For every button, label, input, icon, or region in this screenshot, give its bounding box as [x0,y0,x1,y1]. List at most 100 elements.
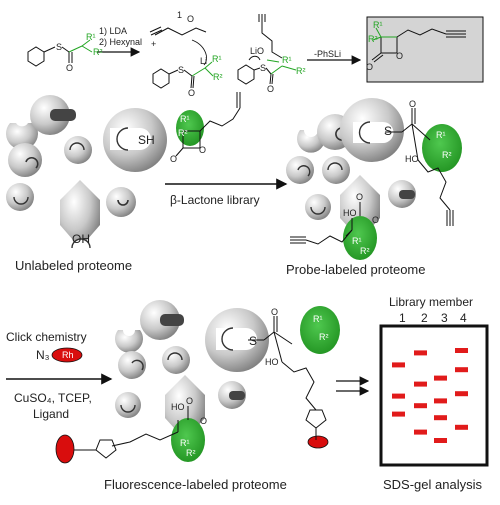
synthesis-scheme [27,14,484,89]
alkoxide-intermediate [237,14,297,85]
probe-ho-lower: HO [343,208,357,218]
protein-ball-6 [106,187,136,217]
lactone-ring-oxygen: O [396,51,404,61]
intermediate-number: 1 [177,10,183,20]
lactone-r2: R² [368,34,378,44]
library-r1: R¹ [180,114,190,124]
gel-band-lane-4-2 [455,367,468,373]
unlabeled-proteome-cluster [6,95,167,249]
hexynal-oxygen: O [187,14,195,24]
sm-r2: R² [93,47,103,57]
probe-lower-oxygen: O [372,215,380,225]
plus-sign: + [151,39,157,49]
gel-band-lane-2-1 [414,350,427,356]
rh-label: Rh [62,350,74,360]
thioester-starting-material [27,39,93,67]
reagent-2-label: 2) Hexynal [99,37,143,47]
probe-oxygen: O [409,99,417,109]
probe-lower-r1: R¹ [352,236,362,246]
library-carbonyl-oxygen: O [170,154,178,164]
alkoxide-sulfur: S [260,63,267,73]
lane-1-number: 1 [399,311,406,325]
probe-r1: R¹ [436,130,446,140]
azide-label: N₃ [36,348,50,362]
unlabeled-proteome-label: Unlabeled proteome [15,258,133,273]
fluorescence-labeled-cluster [55,300,340,464]
alkoxide-r1: R¹ [282,55,292,65]
lactone-r1: R¹ [373,20,383,30]
gel-band-lane-4-1 [455,348,468,353]
enolate-sulfur: S [178,65,185,75]
gel-band-lane-4-3 [455,391,468,397]
gel-band-lane-3-2 [434,398,447,404]
enolate-li: Li [200,56,208,66]
conditions-line-2: Ligand [33,407,70,421]
sds-gel-label: SDS-gel analysis [383,477,482,492]
fluor-lower-r2: R² [186,448,196,458]
library-member-label: Library member [389,295,474,309]
bound-ligand [50,109,76,121]
phenyl-ring [27,46,45,67]
alkoxide-oxygen: O [267,84,275,94]
lactone-library-label: β-Lactone library [170,193,260,207]
fluor-oxygen: O [271,307,279,317]
gel-bands [392,348,468,443]
fluor-lower-r1: R¹ [180,438,190,448]
fluor-s-label: S [249,334,258,348]
library-ring-oxygen: O [199,145,207,155]
protein-diamond-oh [60,180,100,248]
lactone-carbonyl-oxygen: O [366,62,374,72]
lane-3-number: 3 [441,311,448,325]
alkoxide-r2: R² [296,66,306,76]
gel-band-lane-3-1 [434,375,447,381]
probe-green-blob [422,124,462,172]
rhodamine-tag [51,347,83,363]
lane-2-number: 2 [421,311,428,325]
sm-oxygen: O [66,63,74,73]
click-chemistry-label: Click chemistry [6,330,87,344]
protein-ball-3 [8,143,42,177]
lactone-product-box [366,16,484,83]
gel-band-lane-2-3 [414,403,427,409]
elimination-label: -PhSLi [314,49,342,59]
lactone-library-probe [175,92,241,157]
gel-band-lane-1-1 [392,362,405,368]
gel-band-lane-2-2 [414,381,427,387]
enolate-intermediate [149,26,214,89]
fluor-tag-left [55,434,75,464]
beta-lactone-product [371,27,466,63]
fluor-lower-oxygen: O [200,416,208,426]
gel-band-lane-4-4 [455,424,468,430]
gel-band-lane-3-3 [434,415,447,421]
lane-4-number: 4 [460,311,467,325]
probe-labeled-proteome-label: Probe-labeled proteome [286,262,426,277]
sh-label: SH [138,133,155,147]
fluor-r1: R¹ [313,314,323,324]
probe-labeled-cluster [286,98,462,260]
enolate-r1: R¹ [212,54,222,64]
gel-band-lane-2-4 [414,429,427,435]
library-r2: R² [178,128,188,138]
probe-r2: R² [442,150,452,160]
sm-r1: R¹ [86,32,96,42]
fluor-r2: R² [319,332,329,342]
fluor-tag-right [307,435,329,449]
sm-sulfur: S [56,42,63,52]
oh-label: OH [72,232,90,246]
enolate-r2: R² [213,72,223,82]
protein-ball-5 [6,183,34,211]
fluor-ho-lower: HO [171,402,185,412]
gel-band-lane-1-2 [392,393,405,399]
fluorescence-labeled-proteome-label: Fluorescence-labeled proteome [104,477,287,492]
gel-band-lane-3-4 [434,438,447,443]
fluor-ho: HO [265,357,279,367]
gel-band-lane-1-3 [392,411,405,417]
fluor-lower-carbonyl: O [186,396,194,406]
probe-ho: HO [405,154,419,164]
protein-cup-1 [6,123,38,150]
protein-ball-4 [64,136,92,164]
protein-pocket-sh [110,128,151,150]
probe-lower-r2: R² [360,246,370,256]
